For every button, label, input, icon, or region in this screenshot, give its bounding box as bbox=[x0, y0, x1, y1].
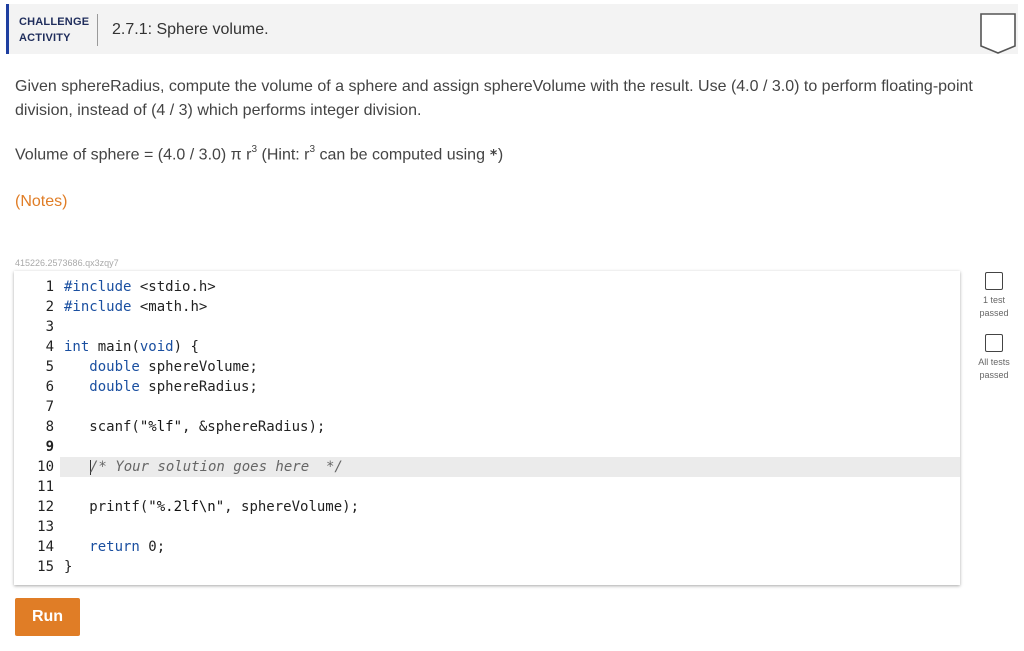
challenge-header: CHALLENGE ACTIVITY 2.7.1: Sphere volume. bbox=[6, 4, 1018, 54]
code-line[interactable]: 7 bbox=[14, 397, 960, 417]
line-number: 8 bbox=[45, 419, 54, 435]
header-divider bbox=[97, 14, 98, 46]
test-status-all: All tests passed bbox=[966, 334, 1022, 382]
code-line[interactable]: 3 bbox=[14, 317, 960, 337]
empty-checkbox-icon bbox=[985, 334, 1003, 352]
line-number: 7 bbox=[45, 399, 54, 415]
empty-checkbox-icon bbox=[985, 272, 1003, 290]
volume-formula: Volume of sphere = (4.0 / 3.0) π r3 (Hin… bbox=[15, 144, 504, 164]
line-number: 2 bbox=[45, 299, 54, 315]
line-number: 3 bbox=[45, 319, 54, 335]
active-line-highlight bbox=[60, 457, 960, 477]
line-number: 15 bbox=[37, 559, 54, 575]
line-number: 11 bbox=[37, 479, 54, 495]
exercise-id: 415226.2573686.qx3zqy7 bbox=[15, 258, 119, 268]
code-line[interactable]: 13 bbox=[14, 517, 960, 537]
line-number: 14 bbox=[37, 539, 54, 555]
line-number: 10 bbox=[37, 459, 54, 475]
label-line-challenge: CHALLENGE bbox=[19, 16, 90, 28]
code-line-active[interactable]: 10 /* Your solution goes here */ bbox=[14, 457, 960, 477]
code-line[interactable]: 14 return 0; bbox=[14, 537, 960, 557]
test-status-label: passed bbox=[979, 308, 1009, 318]
code-line[interactable]: 6 double sphereRadius; bbox=[14, 377, 960, 397]
test-status-label: passed bbox=[979, 370, 1009, 380]
code-line[interactable]: 11 bbox=[14, 477, 960, 497]
text-cursor bbox=[90, 459, 91, 475]
line-number: 13 bbox=[37, 519, 54, 535]
line-number: 12 bbox=[37, 499, 54, 515]
task-description: Given sphereRadius, compute the volume o… bbox=[15, 78, 973, 119]
code-line[interactable]: 12 printf("%.2lf\n", sphereVolume); bbox=[14, 497, 960, 517]
line-number: 6 bbox=[45, 379, 54, 395]
label-line-activity: ACTIVITY bbox=[19, 32, 71, 44]
test-status-label: 1 test bbox=[982, 295, 1005, 305]
code-line[interactable]: 5 double sphereVolume; bbox=[14, 357, 960, 377]
solution-placeholder-comment: /* Your solution goes here */ bbox=[90, 459, 343, 475]
code-line[interactable]: 1 #include <stdio.h> bbox=[14, 277, 960, 297]
code-editor[interactable]: 1 #include <stdio.h> 2 #include <math.h>… bbox=[14, 271, 960, 585]
challenge-activity-label: CHALLENGE ACTIVITY bbox=[19, 14, 89, 46]
line-number: 5 bbox=[45, 359, 54, 375]
line-number: 1 bbox=[45, 279, 54, 295]
code-line[interactable]: 2 #include <math.h> bbox=[14, 297, 960, 317]
line-number: 9 bbox=[45, 439, 54, 455]
activity-title: 2.7.1: Sphere volume. bbox=[112, 21, 269, 38]
empty-badge-icon bbox=[979, 12, 1019, 59]
code-line[interactable]: 8 scanf("%lf", &sphereRadius); bbox=[14, 417, 960, 437]
notes-link[interactable]: (Notes) bbox=[15, 193, 68, 210]
line-number: 4 bbox=[45, 339, 54, 355]
code-line[interactable]: 15 } bbox=[14, 557, 960, 577]
run-button[interactable]: Run bbox=[15, 598, 80, 636]
test-status-label: All tests bbox=[978, 357, 1010, 367]
test-status-one: 1 test passed bbox=[966, 272, 1022, 320]
code-line[interactable]: 4 int main(void) { bbox=[14, 337, 960, 357]
code-line[interactable]: 9 bbox=[14, 437, 960, 457]
